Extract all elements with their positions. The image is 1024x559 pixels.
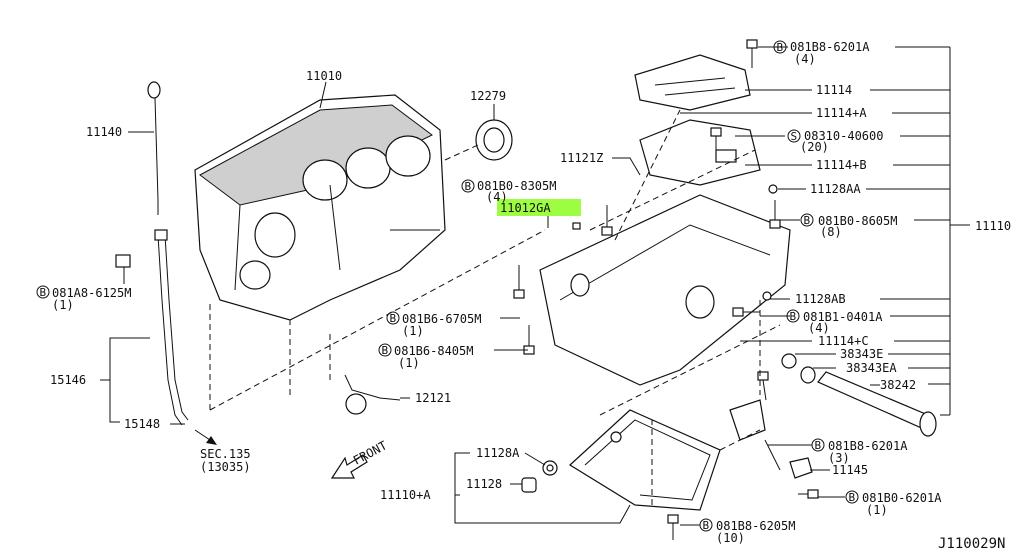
baffle-plate: [634, 54, 751, 111]
label-11114: 11114: [816, 83, 852, 97]
symbol-b: B: [804, 214, 811, 227]
labels: 11010 12279 11140 B 081A8-6125M (1) 1514…: [36, 40, 1011, 552]
qty-081a8-6125m: (1): [52, 298, 74, 312]
label-081b8-6201a-top: 081B8-6201A: [790, 40, 870, 54]
qty-081b6-6705m: (1): [402, 324, 424, 338]
symbol-b: B: [777, 41, 784, 54]
dipstick: [147, 81, 161, 215]
label-11140: 11140: [86, 125, 122, 139]
symbol-b: B: [40, 286, 47, 299]
label-081b0-8305m: 081B0-8305M: [477, 179, 556, 193]
oil-seal: [475, 119, 513, 161]
label-11121z: 11121Z: [560, 151, 603, 165]
drain-plug: [521, 477, 537, 493]
label-front: FRONT: [351, 438, 389, 467]
label-11114a: 11114+A: [816, 106, 867, 120]
symbol-b: B: [790, 310, 797, 323]
label-08310-40600: 08310-40600: [804, 129, 883, 143]
qty-081b6-8405m: (1): [398, 356, 420, 370]
label-081b1-0401a: 081B1-0401A: [803, 310, 883, 324]
front-arrow-icon: [330, 454, 368, 479]
label-12279: 12279: [470, 89, 506, 103]
label-11110: 11110: [975, 219, 1011, 233]
label-11114c: 11114+C: [818, 334, 869, 348]
bolt-icons: [513, 39, 819, 540]
label-sec135: SEC.135: [200, 447, 251, 461]
leader-lines: [100, 46, 970, 526]
label-38242: 38242: [880, 378, 916, 392]
label-081a8-6125m: 081A8-6125M: [52, 286, 131, 300]
oil-pan-upper: [539, 194, 791, 386]
label-11114b: 11114+B: [816, 158, 867, 172]
label-11012ga: 11012GA: [500, 201, 551, 215]
qty-081b8-6201a-top: (4): [794, 52, 816, 66]
qty-081b0-8605m: (8): [820, 225, 842, 239]
o-rings: [781, 353, 816, 384]
label-11110a: 11110+A: [380, 488, 431, 502]
qty-081b8-6201a-mid: (3): [828, 451, 850, 465]
qty-081b1-0401a: (4): [808, 321, 830, 335]
label-15148: 15148: [124, 417, 160, 431]
label-11128a: 11128A: [476, 446, 520, 460]
tube-38242: [817, 371, 937, 437]
label-15146: 15146: [50, 373, 86, 387]
label-sec135-sub: (13035): [200, 460, 251, 474]
symbol-s: S: [791, 130, 798, 143]
label-081b0-8605m: 081B0-8605M: [818, 214, 897, 228]
qty-081b0-6201a: (1): [866, 503, 888, 517]
label-081b8-6201a-mid: 081B8-6201A: [828, 439, 908, 453]
label-11128ab: 11128AB: [795, 292, 846, 306]
label-38343e: 38343E: [840, 347, 883, 361]
label-11128: 11128: [466, 477, 502, 491]
symbol-b: B: [390, 312, 397, 325]
qty-081b0-8305m: (4): [486, 190, 508, 204]
highlight-11012ga: [497, 199, 581, 216]
qty-081b8-6205m: (10): [716, 531, 745, 545]
symbol-b: B: [382, 344, 389, 357]
label-081b8-6205m: 081B8-6205M: [716, 519, 795, 533]
drain-plug-gasket: [542, 460, 558, 476]
cylinder-block: [194, 94, 446, 321]
symbol-b: B: [465, 180, 472, 193]
symbol-b: B: [849, 491, 856, 504]
sensor-bracket: [764, 439, 813, 479]
baffle-bracket: [639, 119, 761, 186]
symbol-b: B: [815, 439, 822, 452]
label-081b6-8405m: 081B6-8405M: [394, 344, 473, 358]
label-11128aa: 11128AA: [810, 182, 861, 196]
sec-arrow: [194, 429, 217, 445]
label-38343ea: 38343EA: [846, 361, 897, 375]
label-11010: 11010: [306, 69, 342, 83]
label-11145: 11145: [832, 463, 868, 477]
dipstick-guide-tube: [115, 229, 189, 426]
bracket-11114c: [729, 399, 766, 441]
symbol-b: B: [703, 519, 710, 532]
label-12121: 12121: [415, 391, 451, 405]
relation-lines: [209, 109, 781, 505]
label-081b6-6705m: 081B6-6705M: [402, 312, 481, 326]
qty-08310-40600: (20): [800, 140, 829, 154]
diagram-code: J110029N: [938, 536, 1005, 552]
label-081b0-6201a: 081B0-6201A: [862, 491, 942, 505]
oil-pan-lower: [569, 409, 721, 511]
oil-strainer: [344, 374, 401, 415]
